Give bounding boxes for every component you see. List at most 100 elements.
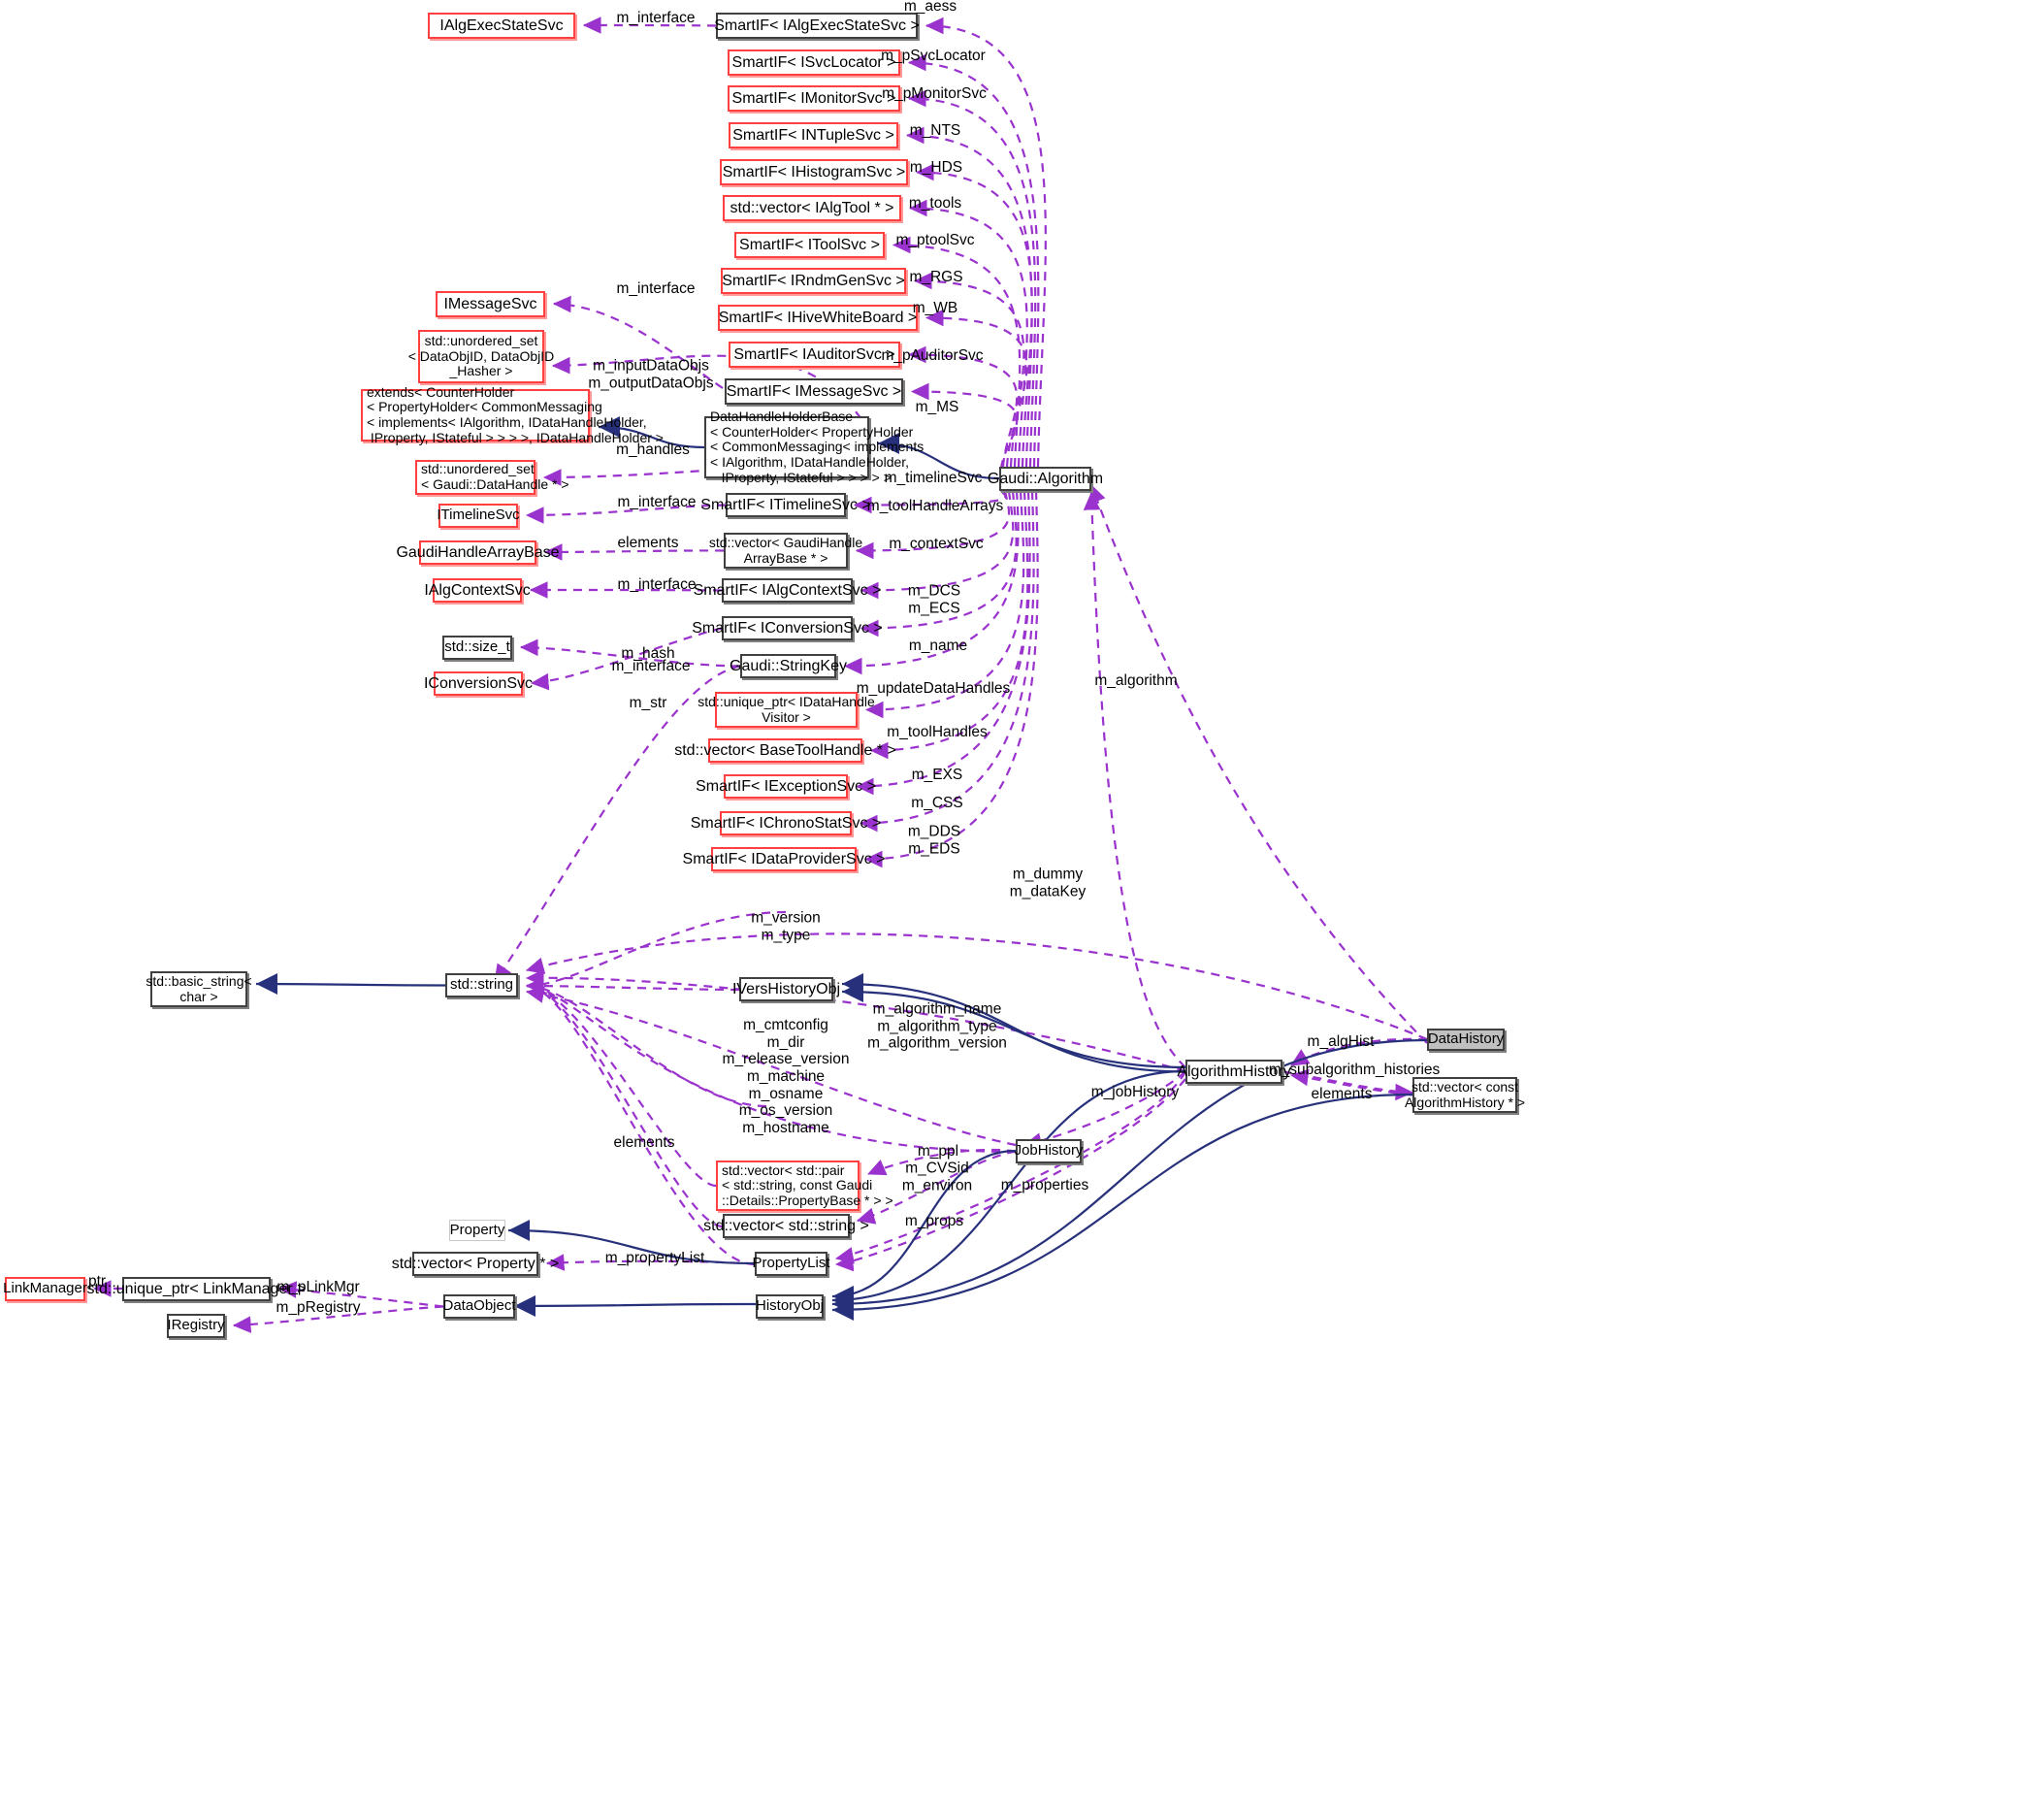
edge (863, 490, 1039, 868)
edge (494, 665, 741, 983)
class-node-SmartIF_IHiveWhiteBoard[interactable]: SmartIF< IHiveWhiteBoard > (718, 305, 918, 331)
edge-label: m_CVSid m_environ (901, 1160, 973, 1193)
edge (552, 295, 724, 389)
edge-label: m_updateDataHandles (856, 680, 1011, 698)
class-node-vector_string[interactable]: std::vector< std::string > (703, 1214, 869, 1238)
class-node-extends_CounterHolder[interactable]: extends< CounterHolder < PropertyHolder<… (361, 384, 664, 445)
class-node-SmartIF_ISvcLocator[interactable]: SmartIF< ISvcLocator > (728, 49, 900, 76)
edge-label: m_name (908, 637, 968, 655)
edge (907, 89, 1037, 468)
edge (525, 504, 727, 524)
class-node-SmartIF_INTupleSvc[interactable]: SmartIF< INTupleSvc > (729, 122, 898, 148)
edge (525, 977, 756, 1266)
edge-label: m_DDS m_EDS (907, 823, 961, 857)
edge (834, 1070, 1186, 1264)
edge (841, 973, 1186, 1073)
class-node-IRegistry[interactable]: IRegistry (167, 1314, 225, 1338)
class-node-SmartIF_IHistogramSvc[interactable]: SmartIF< IHistogramSvc > (720, 159, 908, 185)
class-node-unique_ptr_LinkManager[interactable]: std::unique_ptr< LinkManager > (87, 1277, 306, 1301)
edge-label: m_contextSvc (889, 536, 984, 553)
edge-label: m_interface (616, 280, 696, 298)
class-node-SmartIF_IAuditorSvc[interactable]: SmartIF< IAuditorSvc > (729, 342, 900, 368)
edge-label: m_timelineSvc (884, 470, 983, 487)
edge-label: m_algorithm (1094, 672, 1178, 690)
edge (869, 490, 1029, 760)
edge-label: ptr (87, 1273, 107, 1291)
edge (907, 53, 1040, 468)
class-node-vector_Property[interactable]: std::vector< Property * > (392, 1252, 559, 1276)
edge-label: elements (613, 1134, 675, 1152)
class-node-vector_IAlgTool[interactable]: std::vector< IAlgTool * > (723, 195, 901, 221)
edge-label: m_hash (621, 645, 675, 663)
edge (513, 1294, 757, 1317)
class-node-DataObject[interactable]: DataObject (442, 1294, 516, 1319)
class-node-SmartIF_ITimelineSvc[interactable]: SmartIF< ITimelineSvc > (700, 493, 871, 517)
edge (582, 16, 717, 34)
class-node-ITimelineSvc[interactable]: ITimelineSvc (437, 504, 520, 528)
class-node-vector_pair_string_PropertyBase[interactable]: std::vector< std::pair < std::string, co… (716, 1161, 893, 1211)
class-node-SmartIF_IExceptionSvc[interactable]: SmartIF< IExceptionSvc > (696, 774, 876, 799)
edge (232, 1305, 444, 1333)
class-node-vector_const_AlgorithmHistory[interactable]: std::vector< const AlgorithmHistory * > (1405, 1077, 1525, 1113)
class-node-SmartIF_IChronoStatSvc[interactable]: SmartIF< IChronoStatSvc > (691, 811, 881, 835)
class-node-vector_GaudiHandleArrayBase[interactable]: std::vector< GaudiHandle ArrayBase * > (709, 533, 862, 569)
edge-label: m_pMonitorSvc (882, 85, 987, 103)
edge (529, 581, 723, 599)
class-node-AlgorithmHistory[interactable]: AlgorithmHistory (1177, 1060, 1291, 1084)
class-node-GaudiHandleArrayBase[interactable]: GaudiHandleArrayBase (396, 540, 560, 565)
class-node-SmartIF_IMonitorSvc[interactable]: SmartIF< IMonitorSvc > (728, 85, 900, 112)
edge-label: m_handles (616, 441, 690, 459)
edge (525, 986, 1017, 1147)
class-node-SmartIF_IDataProviderSvc[interactable]: SmartIF< IDataProviderSvc > (683, 847, 885, 871)
class-node-std_string[interactable]: std::string (445, 973, 518, 997)
edge (907, 345, 1019, 468)
edge (530, 627, 723, 691)
class-node-SmartIF_IToolSvc[interactable]: SmartIF< IToolSvc > (734, 232, 885, 258)
edge (877, 433, 1000, 480)
edge (255, 973, 446, 996)
class-node-DataHandleHolderBase[interactable]: DataHandleHolderBase < CounterHolder< Pr… (704, 409, 924, 484)
edge-label: m_inputDataObjs m_outputDataObjs (588, 357, 714, 391)
class-node-SmartIF_IMessageSvc[interactable]: SmartIF< IMessageSvc > (725, 378, 903, 405)
class-node-LinkManager[interactable]: LinkManager (3, 1277, 87, 1301)
class-node-unordered_set_DataHandle[interactable]: std::unordered_set < Gaudi::DataHandle *… (415, 460, 569, 495)
class-node-vector_BaseToolHandle[interactable]: std::vector< BaseToolHandle * > (674, 738, 896, 763)
class-node-basic_string[interactable]: std::basic_string< char > (146, 971, 252, 1007)
class-node-GaudiAlgorithm[interactable]: Gaudi::Algorithm (988, 467, 1103, 491)
class-node-IConversionSvc[interactable]: IConversionSvc (424, 671, 533, 696)
edge (925, 309, 1028, 468)
edge (856, 1150, 1017, 1225)
edge (892, 236, 1022, 468)
class-node-Property[interactable]: Property (449, 1220, 505, 1241)
edge (915, 163, 1033, 468)
class-node-SmartIF_IRndmGenSvc[interactable]: SmartIF< IRndmGenSvc > (721, 268, 906, 294)
class-node-unordered_set_DataObjID[interactable]: std::unordered_set < DataObjID, DataObjI… (408, 330, 554, 383)
class-node-SmartIF_IAlgExecStateSvc[interactable]: SmartIF< IAlgExecStateSvc > (714, 13, 920, 39)
class-node-IMessageSvc[interactable]: IMessageSvc (436, 291, 545, 317)
edge (866, 1148, 1017, 1176)
edge (525, 977, 767, 1108)
class-node-SmartIF_IConversionSvc[interactable]: SmartIF< IConversionSvc > (692, 616, 883, 640)
class-node-JobHistory[interactable]: JobHistory (1015, 1139, 1083, 1163)
class-node-DataHistory[interactable]: DataHistory (1427, 1029, 1505, 1051)
edge-label: m_aess (903, 0, 957, 16)
class-node-unique_ptr_IDataHandleVisitor[interactable]: std::unique_ptr< IDataHandle Visitor > (698, 692, 875, 728)
class-node-size_t[interactable]: std::size_t (442, 636, 512, 660)
class-node-IAlgContextSvc[interactable]: IAlgContextSvc (424, 578, 531, 603)
class-node-SmartIF_IAlgContextSvc[interactable]: SmartIF< IAlgContextSvc > (694, 578, 881, 603)
edge (831, 1149, 1017, 1307)
edge (834, 1078, 1186, 1272)
class-node-StringKey[interactable]: Gaudi::StringKey (730, 654, 847, 678)
class-node-IAlgExecStateSvc[interactable]: IAlgExecStateSvc (428, 13, 575, 39)
edge (525, 977, 724, 1228)
edge (507, 1220, 756, 1265)
edge (860, 490, 1015, 600)
class-node-IVersHistoryObj[interactable]: IVersHistoryObj (732, 977, 840, 1001)
class-node-PropertyList[interactable]: PropertyList (752, 1252, 830, 1276)
edge-label: m_properties (1000, 1177, 1089, 1194)
edge-label: m_algorithm_name m_algorithm_type m_algo… (867, 1000, 1007, 1052)
edge-label: m_RGS (909, 269, 963, 286)
edge-label: m_pRegistry (276, 1299, 361, 1317)
class-node-HistoryObj[interactable]: HistoryObj (756, 1294, 824, 1319)
edge (1088, 483, 1428, 1044)
